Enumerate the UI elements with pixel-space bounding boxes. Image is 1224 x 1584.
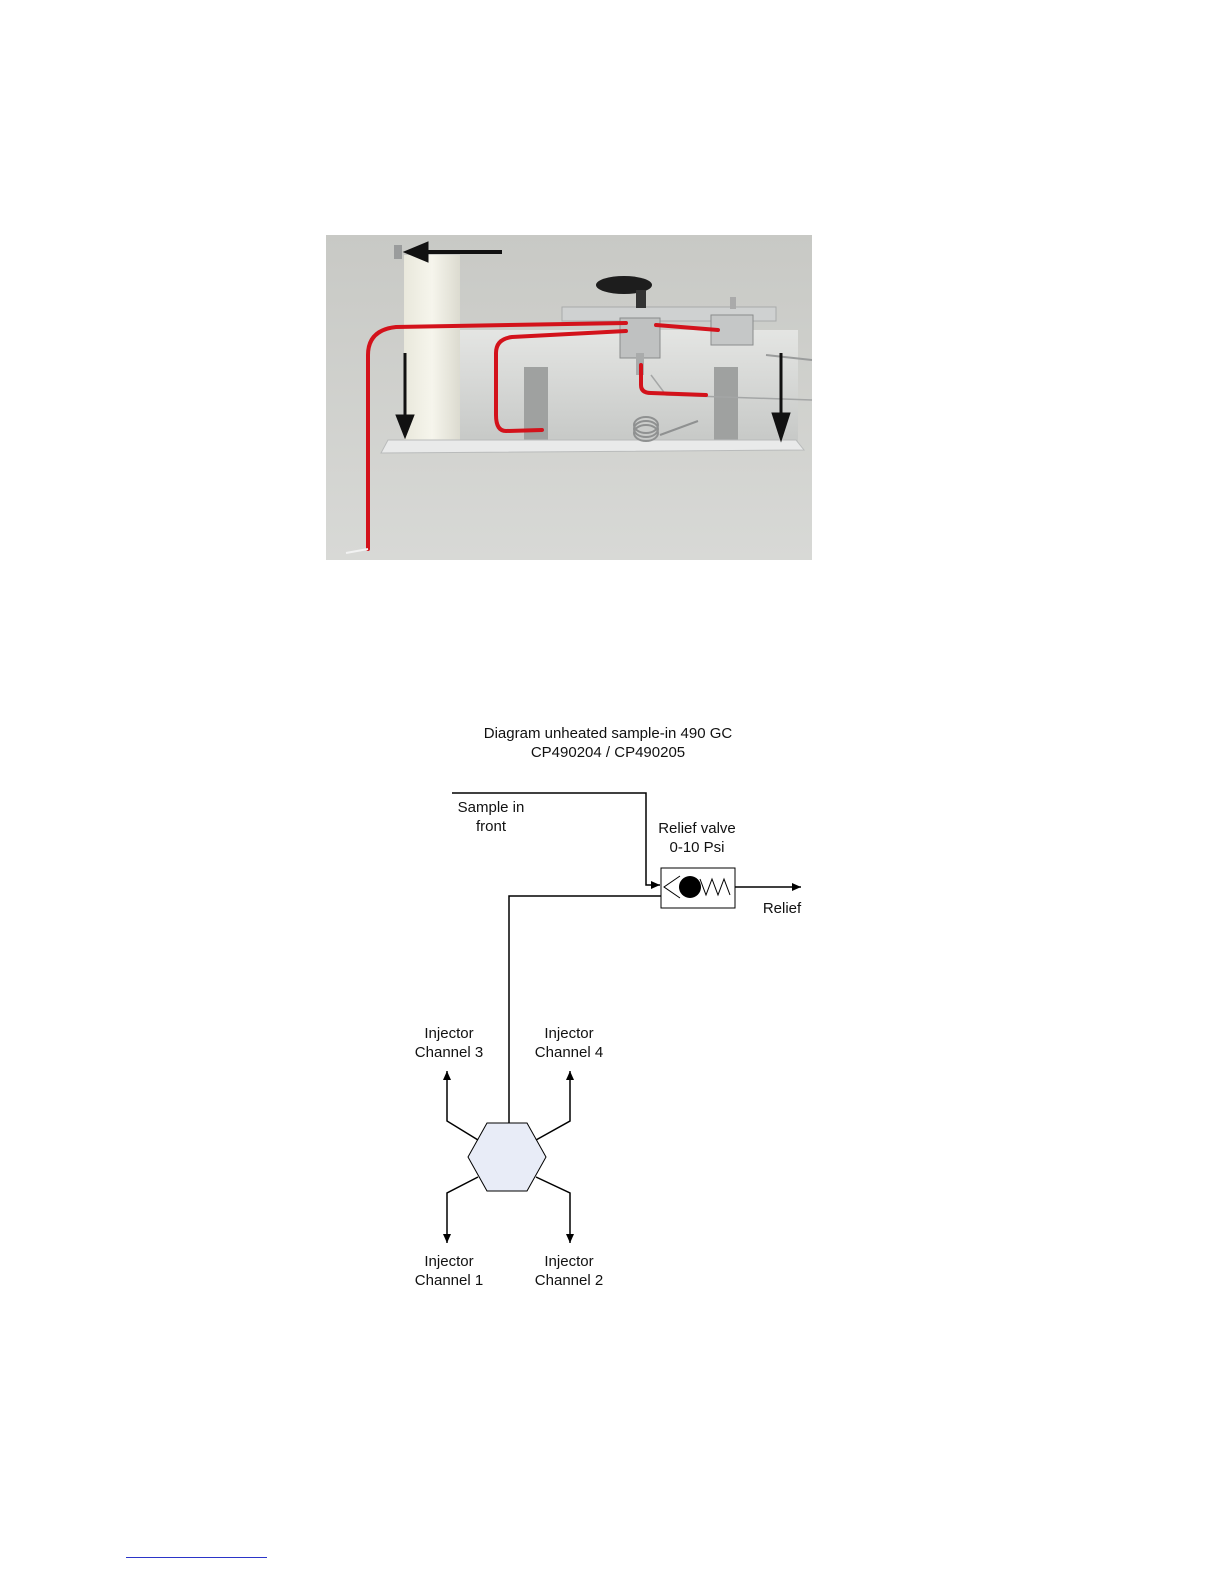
flow-diagram: Diagram unheated sample-in 490 GC CP4902… xyxy=(380,715,840,1305)
manifold-hexagon xyxy=(468,1123,546,1191)
knob-stem xyxy=(636,290,646,308)
channel-1-line xyxy=(447,1177,478,1243)
thumbscrew xyxy=(394,245,402,259)
channel-4-line xyxy=(536,1071,570,1140)
relief-valve-label-line1: Relief valve xyxy=(658,820,736,837)
bracket-slot-right xyxy=(714,367,738,443)
relief-valve-label-line2: 0-10 Psi xyxy=(669,839,724,856)
white-post xyxy=(404,255,460,450)
diagram-title-line2: CP490204 / CP490205 xyxy=(531,744,685,761)
channel-4-label-line2: Channel 4 xyxy=(535,1044,603,1061)
channel-3-label-line2: Channel 3 xyxy=(415,1044,483,1061)
relief-valve-symbol xyxy=(661,868,735,908)
sample-in-label-line2: front xyxy=(476,818,507,835)
channel-3-label-line1: Injector xyxy=(424,1025,473,1042)
channel-2-line xyxy=(536,1177,570,1243)
channel-1-label-line1: Injector xyxy=(424,1253,473,1270)
channel-1-label-line2: Channel 1 xyxy=(415,1272,483,1289)
channel-2-label-line1: Injector xyxy=(544,1253,593,1270)
footnote-separator xyxy=(126,1557,267,1558)
diagram-title-line1: Diagram unheated sample-in 490 GC xyxy=(484,725,733,742)
sample-in-label-line1: Sample in xyxy=(458,799,525,816)
fitting-top xyxy=(730,297,736,309)
channel-4-label-line1: Injector xyxy=(544,1025,593,1042)
sample-in-bracket-photo xyxy=(326,235,812,560)
channel-2-label-line2: Channel 2 xyxy=(535,1272,603,1289)
relief-label: Relief xyxy=(763,900,802,917)
channel-3-line xyxy=(447,1071,478,1140)
